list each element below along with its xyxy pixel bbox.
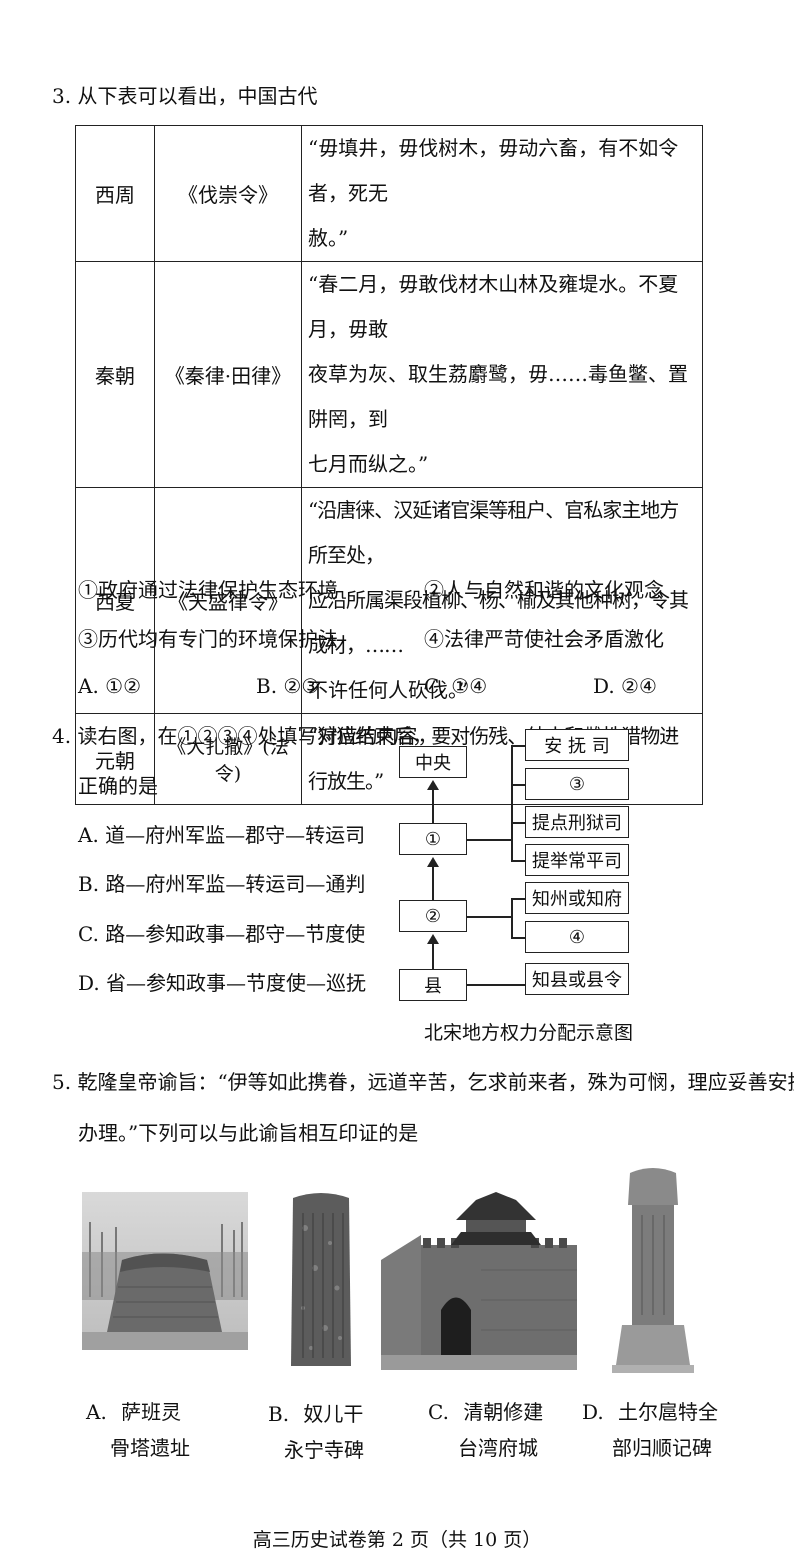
era-cell: 西周 [75,125,155,262]
level1-box: ① [399,823,467,855]
option-line2: 台湾府城 [458,1436,538,1460]
choice-b[interactable]: B. ②③ [256,674,320,698]
option-line2: 骨塔遗址 [110,1436,190,1460]
option-line2: 永宁寺碑 [284,1438,364,1462]
option-line1: 萨班灵 [121,1400,182,1424]
choice-c[interactable]: C. 路—参知政事—郡守—节度使 [78,922,366,946]
city-gate-photo [381,1190,577,1370]
statement-4: ④法律严苛使社会矛盾激化 [424,627,664,651]
connector-line [511,898,513,937]
option-line2: 部归顺记碑 [612,1436,712,1460]
q5-stem-line1: 5. 乾隆皇帝谕旨：“伊等如此携眷，远道辛苦，乞求前来者，殊为可悯，理应妥善安抚 [52,1070,794,1094]
choice-d[interactable]: D. 省—参知政事—节度使—巡抚 [78,971,367,995]
option-line1: 土尔扈特全 [618,1400,719,1424]
ruins-photo [82,1192,248,1350]
office-box: 提点刑狱司 [525,806,629,838]
option-line1: 奴儿干 [303,1402,364,1426]
office-box: ③ [525,768,629,800]
center-box: 中央 [399,746,467,778]
arrow-line [432,788,434,823]
arrow-line [432,865,434,900]
office-box: 提举常平司 [525,844,629,876]
text-cell: “毋填井，毋伐树木，毋动六畜，有不如令者，死无 赦。” [301,125,703,262]
q4-stem-line1: 4. 读右图，在①②③④处填写对应的内容， [52,724,438,748]
table-row: 秦朝 《秦律·田律》 “春二月，毋敢伐材木山林及雍堤水。不夏月，毋敢 夜草为灰、… [75,261,703,488]
q5-stem-line2: 办理。”下列可以与此谕旨相互印证的是 [78,1121,419,1145]
level2-box: ② [399,900,467,932]
connector-line [511,860,525,862]
law-cell: 《大扎撒》(法令) [154,713,302,805]
diagram-caption: 北宋地方权力分配示意图 [424,1022,634,1044]
text-line: “春二月，毋敢伐材木山林及雍堤水。不夏月，毋敢 [308,272,679,341]
monument-stele-photo [608,1165,698,1375]
statement-1: ①政府通过法律保护生态环境 [78,578,338,602]
law-cell: 《天盛律令》 [154,487,302,714]
choice-b[interactable]: B. 路—府州军监—转运司—通判 [78,872,366,896]
choice-c[interactable]: C. ①④ [424,674,488,698]
table-row: 西周 《伐崇令》 “毋填井，毋伐树木，毋动六畜，有不如令者，死无 赦。” [75,125,703,262]
connector-line [511,784,525,786]
text-line: 夜草为灰、取生荔麝鹭，毋……毒鱼鳖、置阱罔，到 [308,362,688,431]
office-box: ④ [525,921,629,953]
q3-law-table: 西周 《伐崇令》 “毋填井，毋伐树木，毋动六畜，有不如令者，死无 赦。” 秦朝 … [75,125,703,805]
text-line: “毋填井，毋伐树木，毋动六畜，有不如令者，死无 [308,136,679,205]
choice-a[interactable]: A. 道—府州军监—郡守—转运司 [78,823,366,847]
era-cell: 秦朝 [75,261,155,488]
text-line: 七月而纵之。” [308,452,429,476]
statement-2: ②人与自然和谐的文化观念 [424,578,664,602]
law-cell: 《伐崇令》 [154,125,302,262]
connector-line [467,916,512,918]
office-box: 知州或知府 [525,882,629,914]
office-box: 安 抚 司 [525,729,629,761]
option-letter: A. [86,1400,107,1424]
text-line: 不许任何人砍伐。” [308,678,469,702]
law-cell: 《秦律·田律》 [154,261,302,488]
option-letter: B. [268,1402,290,1426]
connector-line [511,745,525,747]
choice-a[interactable]: A. ①② [78,674,142,698]
stele-rubbing-photo [285,1188,357,1372]
option-letter: C. [428,1400,449,1424]
option-c-caption[interactable]: C. 清朝修建 台湾府城 [428,1394,543,1466]
statement-3: ③历代均有专门的环境保护法 [78,627,338,651]
choice-d[interactable]: D. ②④ [593,674,657,698]
connector-line [467,839,512,841]
q4-stem-line2: 正确的是 [78,774,158,798]
connector-line [511,822,525,824]
office-box: 知县或县令 [525,963,629,995]
text-line: “沿唐徕、汉延诸官渠等租户、官私家主地方所至处， [308,498,679,567]
arrow-up-icon [427,780,439,790]
arrow-up-icon [427,857,439,867]
text-cell: “沿唐徕、汉延诸官渠等租户、官私家主地方所至处， 应沿所属渠段植柳、杨、榆及其他… [301,487,703,714]
connector-line [511,745,513,861]
q3-stem: 3. 从下表可以看出，中国古代 [52,84,318,108]
option-letter: D. [582,1400,604,1424]
option-b-caption[interactable]: B. 奴儿干 永宁寺碑 [268,1396,364,1468]
option-a-caption[interactable]: A. 萨班灵 骨塔遗址 [86,1394,190,1466]
text-line: 赦。” [308,226,349,250]
text-line: 应沿所属渠段植柳、杨、榆及其他种树，令其成材，…… [308,588,689,657]
connector-line [511,937,525,939]
text-cell: “春二月，毋敢伐材木山林及雍堤水。不夏月，毋敢 夜草为灰、取生荔麝鹭，毋……毒鱼… [301,261,703,488]
connector-line [467,984,525,986]
option-line1: 清朝修建 [463,1400,544,1424]
era-cell: 西夏 [75,487,155,714]
table-row: 西夏 《天盛律令》 “沿唐徕、汉延诸官渠等租户、官私家主地方所至处， 应沿所属渠… [75,487,703,714]
connector-line [511,898,525,900]
county-box: 县 [399,969,467,1001]
option-d-caption[interactable]: D. 土尔扈特全 部归顺记碑 [582,1394,718,1466]
page-footer: 高三历史试卷第 2 页（共 10 页） [252,1529,542,1551]
era-cell: 元朝 [75,713,155,805]
arrow-line [432,942,434,969]
arrow-up-icon [427,934,439,944]
